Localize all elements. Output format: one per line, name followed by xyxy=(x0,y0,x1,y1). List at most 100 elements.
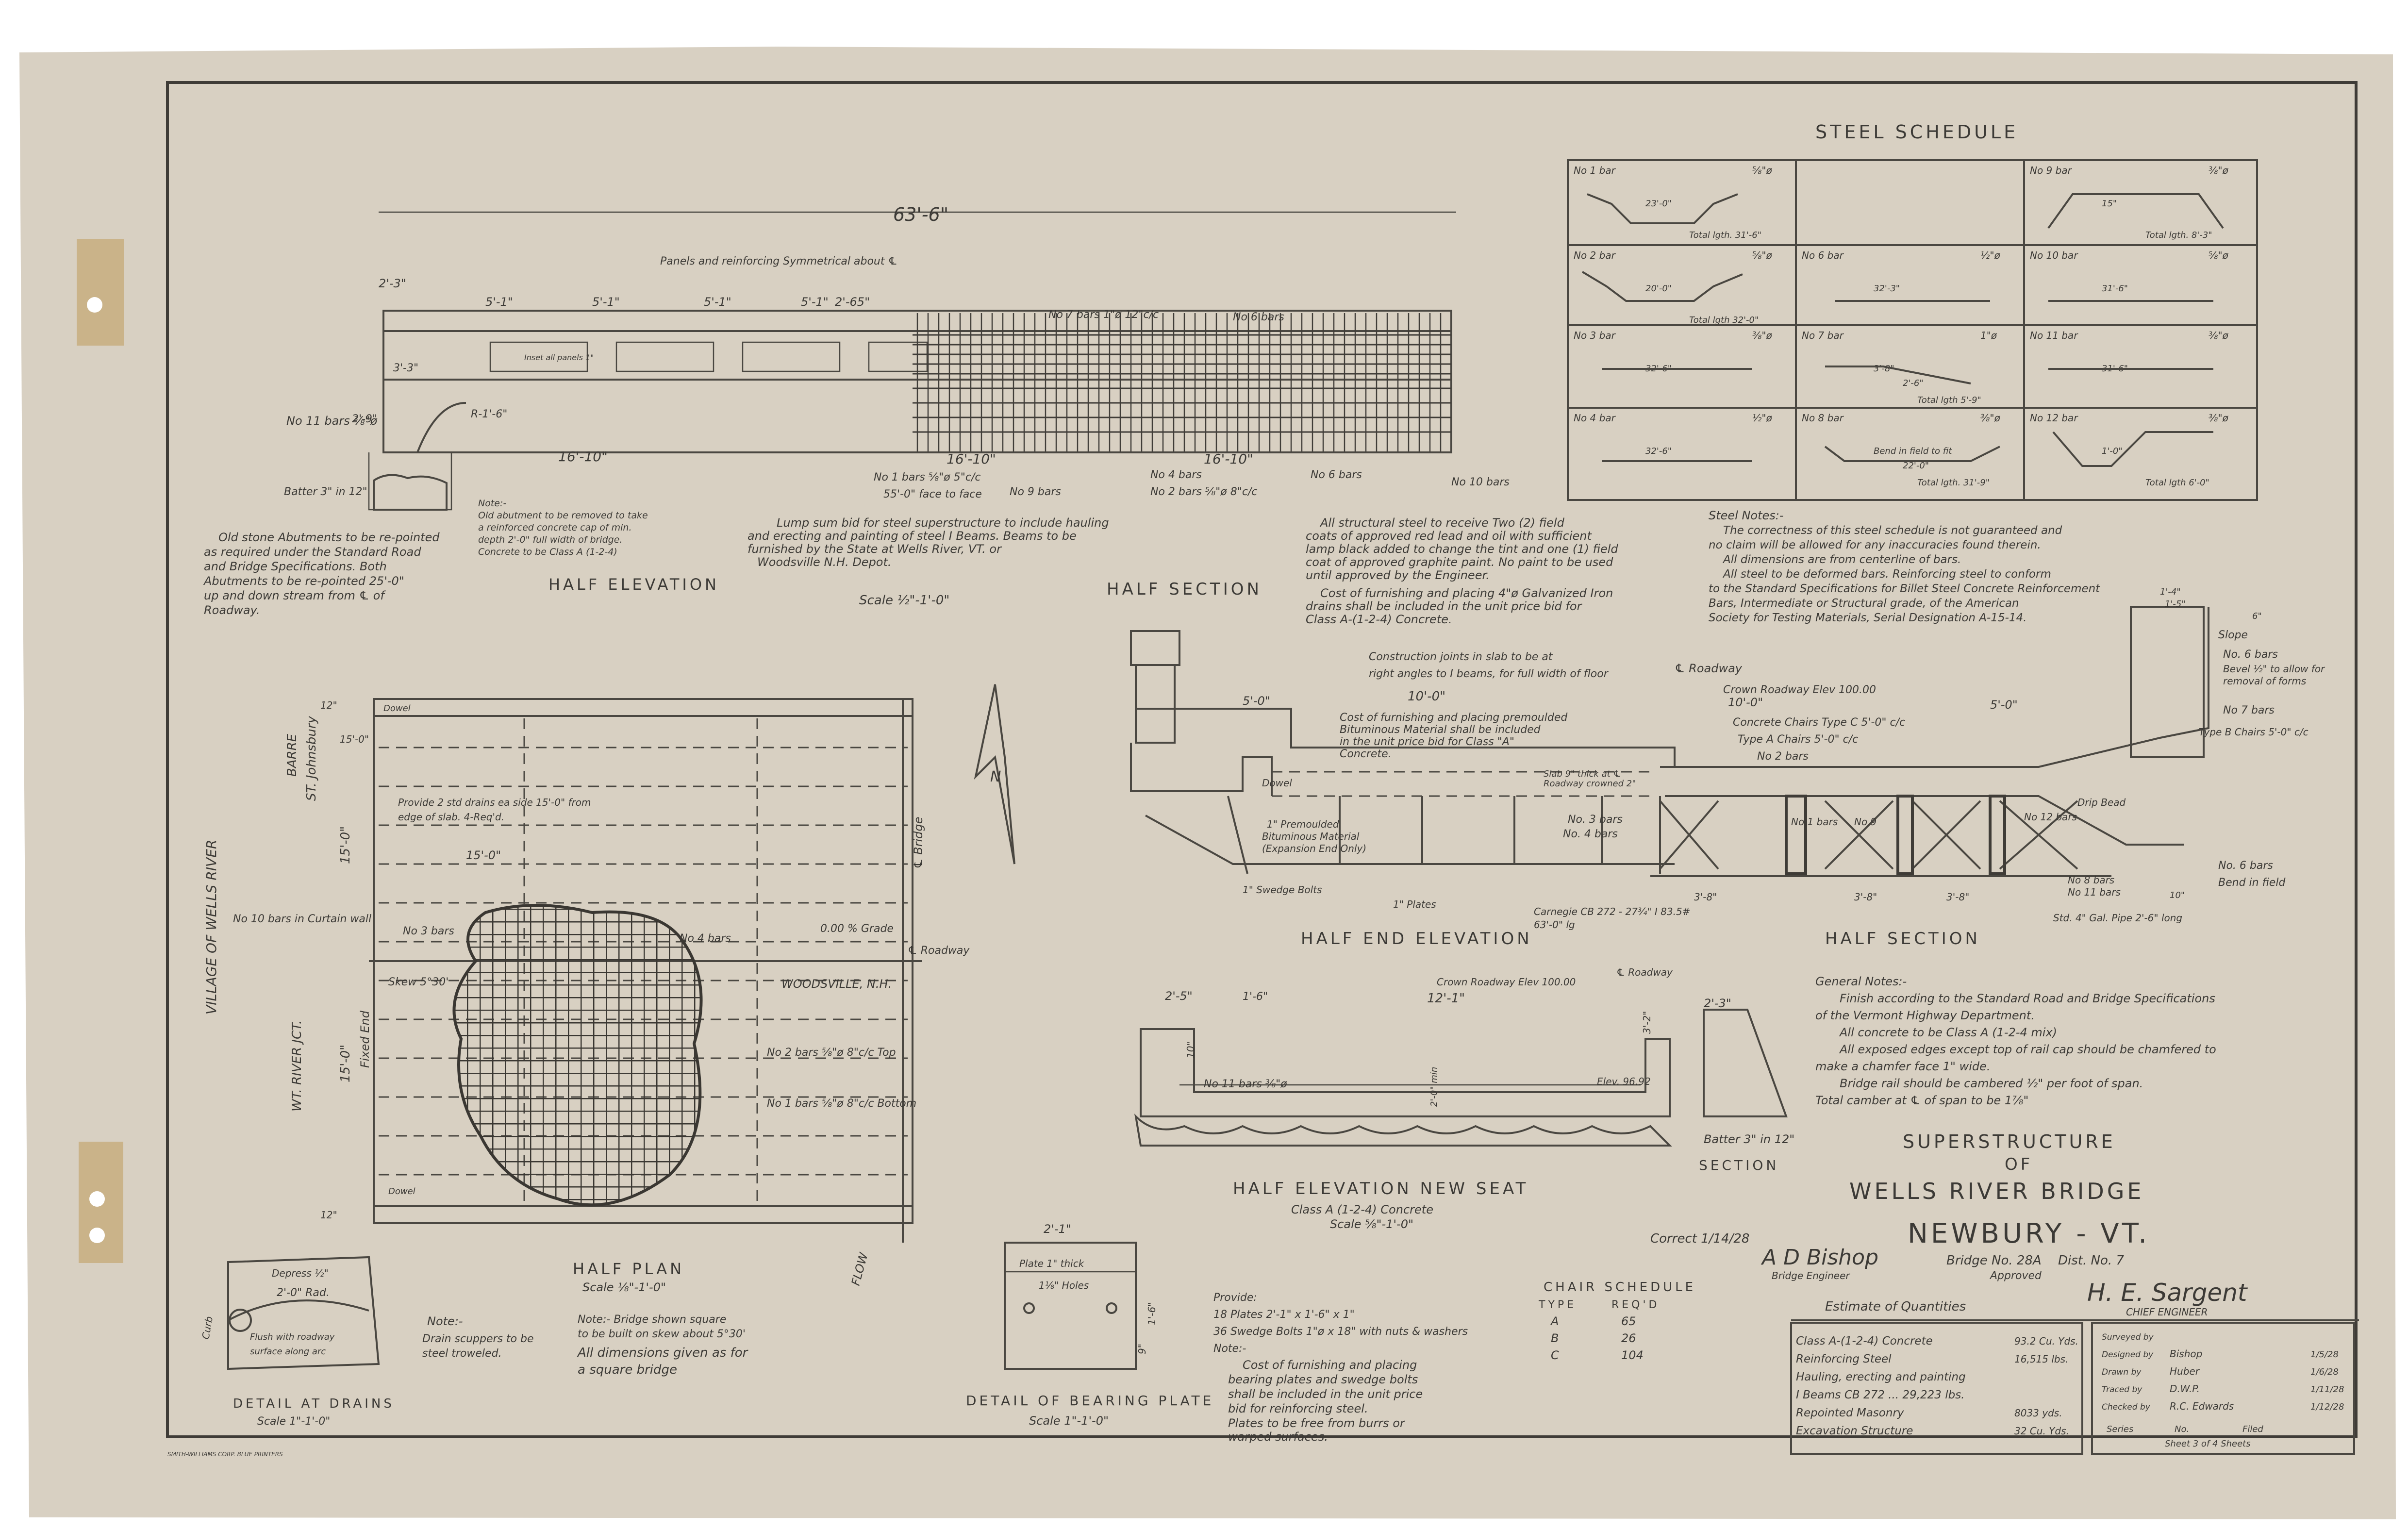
schedule-bar-label: No 10 bar xyxy=(2030,249,2078,261)
svg-text:Steel Notes:-: Steel Notes:- xyxy=(1709,509,1784,522)
panels-note: Panels and reinforcing Symmetrical about… xyxy=(660,255,897,267)
svg-text:coat of approved graphite pain: coat of approved graphite paint. No pain… xyxy=(1306,555,1613,569)
svg-text:10": 10" xyxy=(2170,890,2185,900)
svg-text:9": 9" xyxy=(1136,1344,1148,1354)
title-line-4: NEWBURY - VT. xyxy=(1908,1218,2150,1249)
svg-text:Approved: Approved xyxy=(1989,1270,2042,1282)
schedule-bar-size: ⅝"ø xyxy=(1752,249,1773,261)
schedule-bar-label: No 2 bar xyxy=(1574,249,1616,261)
svg-text:Provide 2 std drains ea side 1: Provide 2 std drains ea side 15'-0" from xyxy=(398,797,591,808)
svg-text:Cost of furnishing and placing: Cost of furnishing and placing 4"ø Galva… xyxy=(1320,586,1613,600)
svg-text:No 1 bars ⅝"ø 8"c/c Bottom: No 1 bars ⅝"ø 8"c/c Bottom xyxy=(767,1098,916,1110)
svg-text:of the Vermont Highway Departm: of the Vermont Highway Department. xyxy=(1815,1009,2035,1022)
svg-text:Construction joints in slab to: Construction joints in slab to be at xyxy=(1369,651,1553,663)
svg-text:furnished by the State at Well: furnished by the State at Wells River, V… xyxy=(747,542,1002,556)
schedule-bar-dim: 1'-0" xyxy=(2102,446,2123,456)
svg-text:Woodsville N.H. Depot.: Woodsville N.H. Depot. xyxy=(757,555,892,569)
schedule-bar-dim: Total lgth. 31'-9" xyxy=(1917,478,1990,488)
svg-text:65: 65 xyxy=(1621,1314,1636,1328)
svg-text:Dowel: Dowel xyxy=(388,1186,415,1197)
svg-text:Drip Bead: Drip Bead xyxy=(2077,797,2126,808)
svg-text:Flush with roadway: Flush with roadway xyxy=(250,1332,335,1342)
svg-text:No. 3 bars: No. 3 bars xyxy=(1568,814,1623,826)
left-3: 2'-9" xyxy=(352,413,377,425)
svg-text:to the Standard Specifications: to the Standard Specifications for Bille… xyxy=(1709,582,2100,595)
svg-text:No 4 bars: No 4 bars xyxy=(680,932,731,945)
svg-text:Scale 1"-1'-0": Scale 1"-1'-0" xyxy=(257,1415,330,1428)
svg-text:coats of approved red lead and: coats of approved red lead and oil with … xyxy=(1306,529,1592,543)
signoff-date: 1/12/28 xyxy=(2310,1402,2344,1412)
half-section-right-title: HALF SECTION xyxy=(1825,929,1980,948)
svg-text:Class A-(1-2-4) Concrete.: Class A-(1-2-4) Concrete. xyxy=(1306,613,1452,626)
svg-text:Plate 1" thick: Plate 1" thick xyxy=(1019,1258,1085,1269)
svg-text:TYPE: TYPE xyxy=(1538,1299,1577,1311)
svg-text:Skew 5°30': Skew 5°30' xyxy=(388,976,448,988)
svg-text:and erecting and painting of s: and erecting and painting of steel I Bea… xyxy=(747,529,1077,543)
schedule-bar-label: No 9 bar xyxy=(2030,165,2073,176)
schedule-bar-dim: 31'-6" xyxy=(2102,283,2128,294)
title-block: SUPERSTRUCTURE OF WELLS RIVER BRIDGE NEW… xyxy=(1650,1131,2359,1455)
left-5: Batter 3" in 12" xyxy=(284,486,367,498)
svg-text:All dimensions given as for: All dimensions given as for xyxy=(577,1346,749,1360)
nos-1: No 7 bars 1"ø 12"c/c xyxy=(1048,309,1159,321)
svg-text:Old stone Abutments to be re-p: Old stone Abutments to be re-pointed xyxy=(218,531,440,544)
nos-5: No 9 bars xyxy=(1010,486,1061,498)
schedule-bar-label: No 12 bar xyxy=(2030,412,2078,424)
svg-text:15'-0": 15'-0" xyxy=(338,1045,353,1082)
nos-4: 55'-0" face to face xyxy=(883,488,982,500)
svg-text:Carnegie CB 272 - 27¾" I 83.5#: Carnegie CB 272 - 27¾" I 83.5# xyxy=(1534,906,1690,917)
svg-text:Fixed End: Fixed End xyxy=(358,1010,372,1068)
svg-text:No 2 bars ⅝"ø 8"c/c Top: No 2 bars ⅝"ø 8"c/c Top xyxy=(767,1047,896,1059)
half-plan: BARRE ST. Johnsbury VILLAGE OF WELLS RIV… xyxy=(203,698,970,1377)
signoff-role: Traced by xyxy=(2102,1385,2142,1395)
svg-text:0.00 % Grade: 0.00 % Grade xyxy=(820,923,894,935)
svg-text:B: B xyxy=(1551,1331,1559,1345)
signoff-date: 1/11/28 xyxy=(2310,1384,2344,1395)
left-1: No 11 bars ⅜"ø xyxy=(286,414,378,428)
svg-text:Cost of furnishing and placing: Cost of furnishing and placing premoulde… xyxy=(1340,712,1568,724)
half-elevation-scale: Scale ½"-1'-0" xyxy=(859,593,949,608)
schedule-bar-label: No 1 bar xyxy=(1574,165,1616,176)
title-line-3: WELLS RIVER BRIDGE xyxy=(1849,1178,2144,1204)
schedule-bar-label: No 3 bar xyxy=(1574,330,1616,341)
signoff-name: Huber xyxy=(2170,1365,2200,1377)
svg-text:WOODSVILLE, N.H.: WOODSVILLE, N.H. xyxy=(781,977,892,991)
svg-text:6": 6" xyxy=(2252,611,2262,621)
svg-text:All dimensions are from center: All dimensions are from centerline of ba… xyxy=(1722,553,1961,566)
dim-top-9: 5'-1" xyxy=(801,295,829,309)
svg-text:1⅛" Holes: 1⅛" Holes xyxy=(1039,1280,1089,1291)
schedule-bar-dim: 15" xyxy=(2102,199,2117,209)
svg-text:Class A (1-2-4) Concrete: Class A (1-2-4) Concrete xyxy=(1291,1203,1433,1216)
svg-text:No 10 bars in Curtain wall: No 10 bars in Curtain wall xyxy=(233,913,371,925)
svg-text:10'-0": 10'-0" xyxy=(1408,689,1445,704)
svg-text:No 12 bars: No 12 bars xyxy=(2024,811,2077,823)
svg-text:right angles to I beams, for f: right angles to I beams, for full width … xyxy=(1369,668,1609,680)
svg-text:Slab 9" thick at ℄: Slab 9" thick at ℄ xyxy=(1544,769,1621,779)
schedule-bar-dim: Bend in field to fit xyxy=(1874,446,1952,456)
dim-top-5: 5'-1" xyxy=(592,295,620,309)
hole-3 xyxy=(89,1228,105,1243)
detail-at-drains: Depress ½" 2'-0" Rad. Curb Flush with ro… xyxy=(199,1256,395,1428)
svg-text:in the unit price bid for Clas: in the unit price bid for Class "A" xyxy=(1340,736,1514,748)
svg-text:bearing plates and swedge bolt: bearing plates and swedge bolts xyxy=(1228,1373,1418,1386)
hole-1 xyxy=(87,297,102,313)
svg-text:All exposed edges except top o: All exposed edges except top of rail cap… xyxy=(1839,1043,2216,1056)
svg-text:DETAIL AT DRAINS: DETAIL AT DRAINS xyxy=(233,1397,395,1411)
half-section-right: ℄ Roadway Crown Roadway Elev 100.00 10'-… xyxy=(1650,587,2325,948)
svg-text:CHIEF ENGINEER: CHIEF ENGINEER xyxy=(2126,1306,2208,1318)
old-abutments-note: Old stone Abutments to be re-pointed as … xyxy=(203,531,440,617)
dim-top-7: 5'-1" xyxy=(704,295,731,309)
svg-text:lamp black added to change the: lamp black added to change the tint and … xyxy=(1306,542,1618,556)
schedule-bar-size: ⅜"ø xyxy=(2209,330,2229,341)
svg-text:Type A Chairs 5'-0" c/c: Type A Chairs 5'-0" c/c xyxy=(1738,733,1858,746)
schedule-bar-dim: Total lgth. 8'-3" xyxy=(2145,230,2212,240)
svg-text:1'-6": 1'-6" xyxy=(1146,1302,1158,1325)
signoff-name: Bishop xyxy=(2170,1348,2202,1360)
sheet-border xyxy=(166,81,2358,1438)
svg-text:All structural steel to receiv: All structural steel to receive Two (2) … xyxy=(1319,516,1565,530)
schedule-bar-dim: Total lgth 32'-0" xyxy=(1689,315,1759,325)
svg-text:Scale 1"-1'-0": Scale 1"-1'-0" xyxy=(1029,1414,1109,1428)
schedule-bar-label: No 4 bar xyxy=(1574,412,1616,424)
svg-text:No 8 bars: No 8 bars xyxy=(2068,874,2114,886)
